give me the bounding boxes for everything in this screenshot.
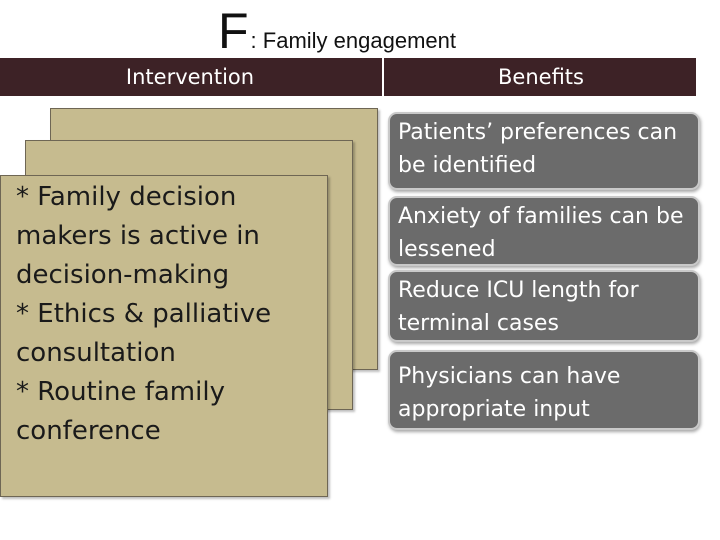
intervention-text: * Family decision makers is active in de… bbox=[16, 178, 316, 451]
intervention-line: decision-making bbox=[16, 260, 230, 290]
intervention-card bbox=[0, 175, 328, 497]
title-text: : Family engagement bbox=[250, 28, 456, 53]
benefit-box-physicians: Physicians can have appropriate input bbox=[388, 350, 700, 430]
title-letter: F bbox=[218, 3, 249, 59]
intervention-header: Intervention bbox=[125, 65, 255, 89]
intervention-line: consultation bbox=[16, 338, 176, 368]
benefit-box-icu-length: Reduce ICU length for terminal cases bbox=[388, 270, 700, 342]
benefit-box-anxiety: Anxiety of families can be lessened bbox=[388, 196, 700, 266]
intervention-line: conference bbox=[16, 416, 161, 446]
intervention-line: * Routine family bbox=[16, 377, 225, 407]
header-bar bbox=[0, 58, 696, 96]
benefit-box-preferences: Patients’ preferences can be identified bbox=[388, 112, 700, 190]
slide-title: F: Family engagement bbox=[218, 6, 456, 58]
benefits-header: Benefits bbox=[382, 58, 698, 96]
intervention-line: makers is active in bbox=[16, 221, 260, 251]
intervention-line: * Family decision bbox=[16, 182, 237, 212]
intervention-line: * Ethics & palliative bbox=[16, 299, 272, 329]
